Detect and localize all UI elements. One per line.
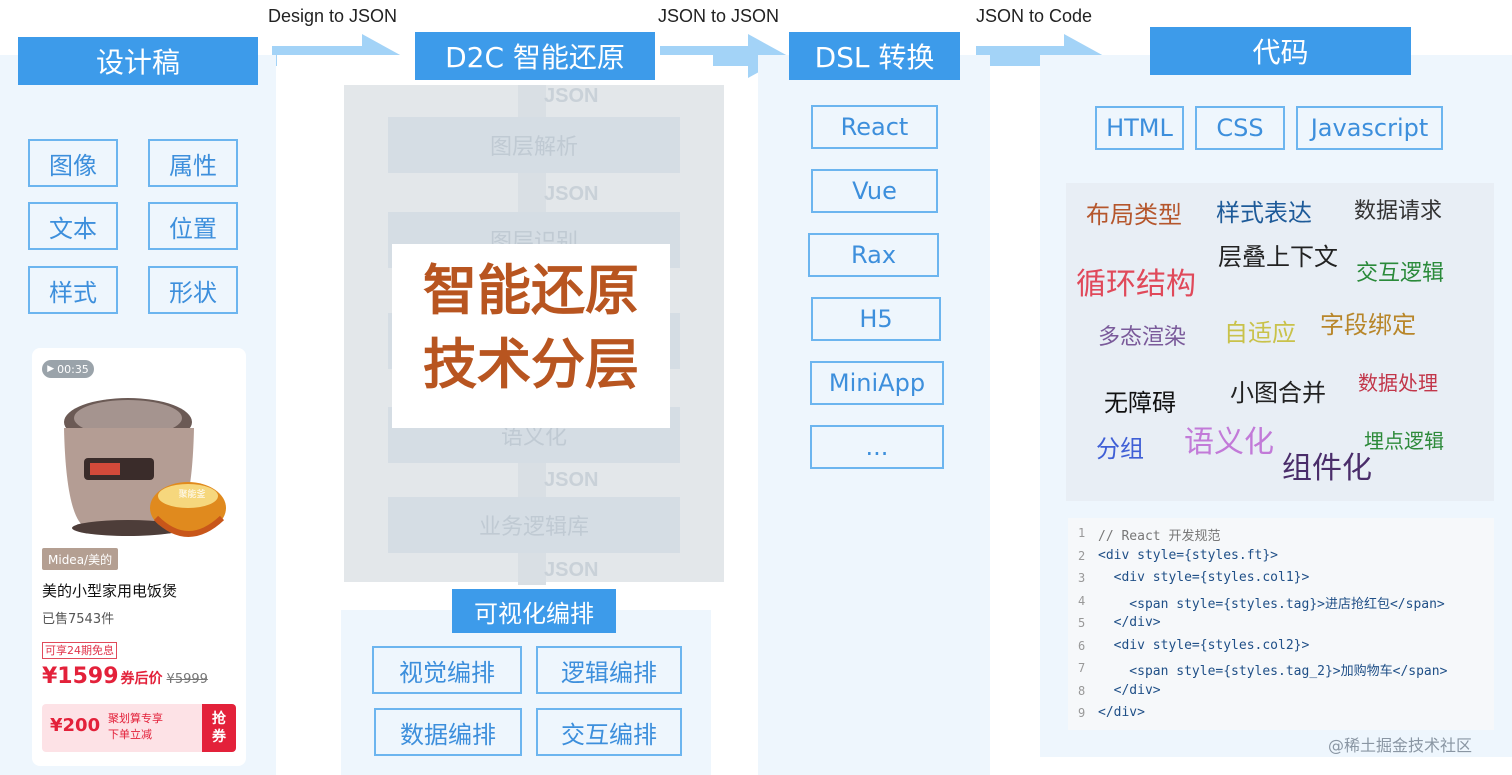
watermark: @稀土掘金技术社区 — [1328, 736, 1473, 755]
kw-semantic: 语义化 — [1184, 425, 1274, 460]
visual-item-visual: 视觉编排 — [372, 646, 522, 694]
kw-field-binding: 字段绑定 — [1320, 311, 1416, 339]
play-icon: ▶ — [47, 364, 55, 374]
arrow-label-design-to-json: Design to JSON — [268, 6, 398, 26]
code-line-9: </div> — [1098, 705, 1145, 720]
brand-badge-text: 聚能釜 — [178, 489, 206, 500]
kw-style-expression: 样式表达 — [1216, 199, 1312, 227]
kw-interaction-logic: 交互逻辑 — [1356, 261, 1445, 286]
d2c-title: D2C 智能还原 — [415, 32, 655, 80]
visual-item-logic: 逻辑编排 — [536, 646, 682, 694]
coupon-banner[interactable]: ¥200 聚划算专享 下单立减 抢券 — [42, 704, 236, 752]
json-label-1: JSON — [544, 85, 599, 107]
json-label-2: JSON — [544, 183, 599, 205]
design-item-text: 文本 — [28, 202, 118, 250]
dsl-item-more: ... — [810, 425, 944, 469]
dsl-item-rax: Rax — [808, 233, 939, 277]
design-item-image: 图像 — [28, 139, 118, 187]
kw-grouping: 分组 — [1096, 435, 1144, 463]
kw-adaptive: 自适应 — [1224, 319, 1296, 347]
product-card[interactable]: ▶00:35 聚能釜 Midea/美的 美的小型家用电饭煲 已售7543件 可享… — [32, 348, 246, 766]
design-title: 设计稿 — [18, 37, 258, 85]
layer-parse: 图层解析 — [388, 117, 680, 173]
json-label-3: JSON — [544, 469, 599, 491]
lang-css: CSS — [1195, 106, 1285, 150]
installment-badge: 可享24期免息 — [42, 642, 117, 659]
brand-tag: Midea/美的 — [42, 548, 119, 570]
kw-accessibility: 无障碍 — [1104, 389, 1176, 417]
visual-title: 可视化编排 — [452, 589, 616, 633]
visual-item-data: 数据编排 — [374, 708, 522, 756]
code-line-7: <span style={styles.tag_2}>加购物车</span> — [1098, 664, 1448, 679]
code-line-3: <div style={styles.col1}> — [1098, 570, 1310, 585]
dsl-panel — [758, 55, 990, 775]
price: ¥1599 — [42, 664, 119, 689]
kw-polymorphic-render: 多态渲染 — [1098, 325, 1187, 350]
price-suffix: 券后价 — [120, 671, 163, 687]
dsl-item-h5: H5 — [811, 297, 941, 341]
sold-count: 已售7543件 — [42, 612, 115, 627]
rice-cooker-image — [64, 398, 226, 537]
json-label-4: JSON — [544, 559, 599, 581]
overlay-line-1: 智能还原 — [423, 259, 639, 322]
kw-loop-structure: 循环结构 — [1076, 267, 1196, 302]
visual-item-interaction: 交互编排 — [536, 708, 682, 756]
code-line-5: </div> — [1098, 615, 1161, 630]
kw-data-request: 数据请求 — [1354, 199, 1443, 224]
lang-javascript: Javascript — [1296, 106, 1443, 150]
kw-stacking-context: 层叠上下文 — [1218, 243, 1338, 271]
layer-business-logic: 业务逻辑库 — [388, 497, 680, 553]
dsl-item-miniapp: MiniApp — [810, 361, 944, 405]
grab-coupon-button[interactable]: 抢券 — [202, 704, 236, 752]
dsl-title: DSL 转换 — [789, 32, 960, 80]
code-line-2: <div style={styles.ft}> — [1098, 548, 1279, 563]
keyword-cloud: 布局类型 样式表达 数据请求 层叠上下文 循环结构 交互逻辑 多态渲染 自适应 … — [1066, 183, 1494, 501]
design-item-shape: 形状 — [148, 266, 238, 314]
arrow-label-json-to-json: JSON to JSON — [658, 6, 780, 26]
kw-componentize: 组件化 — [1282, 451, 1372, 486]
overlay-title: 智能还原 技术分层 — [392, 244, 670, 428]
code-title: 代码 — [1150, 27, 1411, 75]
code-line-6: <div style={styles.col2}> — [1098, 638, 1310, 653]
video-duration-badge: ▶00:35 — [42, 360, 94, 378]
dsl-item-react: React — [811, 105, 938, 149]
code-line-4: <span style={styles.tag}>进店抢红包</span> — [1098, 597, 1445, 612]
overlay-line-2: 技术分层 — [423, 333, 639, 396]
arrow-label-json-to-code: JSON to Code — [976, 6, 1093, 26]
kw-tracking-logic: 埋点逻辑 — [1364, 429, 1444, 453]
kw-data-processing: 数据处理 — [1358, 371, 1438, 395]
kw-layout-type: 布局类型 — [1086, 201, 1182, 229]
coupon-desc: 聚划算专享 下单立减 — [108, 712, 163, 741]
kw-sprite-merge: 小图合并 — [1230, 379, 1326, 407]
design-item-position: 位置 — [148, 202, 238, 250]
code-snippet: 1// React 开发规范 2<div style={styles.ft}> … — [1068, 518, 1494, 730]
design-item-attribute: 属性 — [148, 139, 238, 187]
design-item-style: 样式 — [28, 266, 118, 314]
coupon-value: ¥200 — [50, 715, 101, 736]
code-line-1: // React 开发规范 — [1098, 529, 1221, 544]
code-line-8: </div> — [1098, 683, 1161, 698]
lang-html: HTML — [1095, 106, 1184, 150]
product-name: 美的小型家用电饭煲 — [42, 582, 178, 600]
original-price: ¥5999 — [166, 672, 208, 687]
dsl-item-vue: Vue — [811, 169, 938, 213]
